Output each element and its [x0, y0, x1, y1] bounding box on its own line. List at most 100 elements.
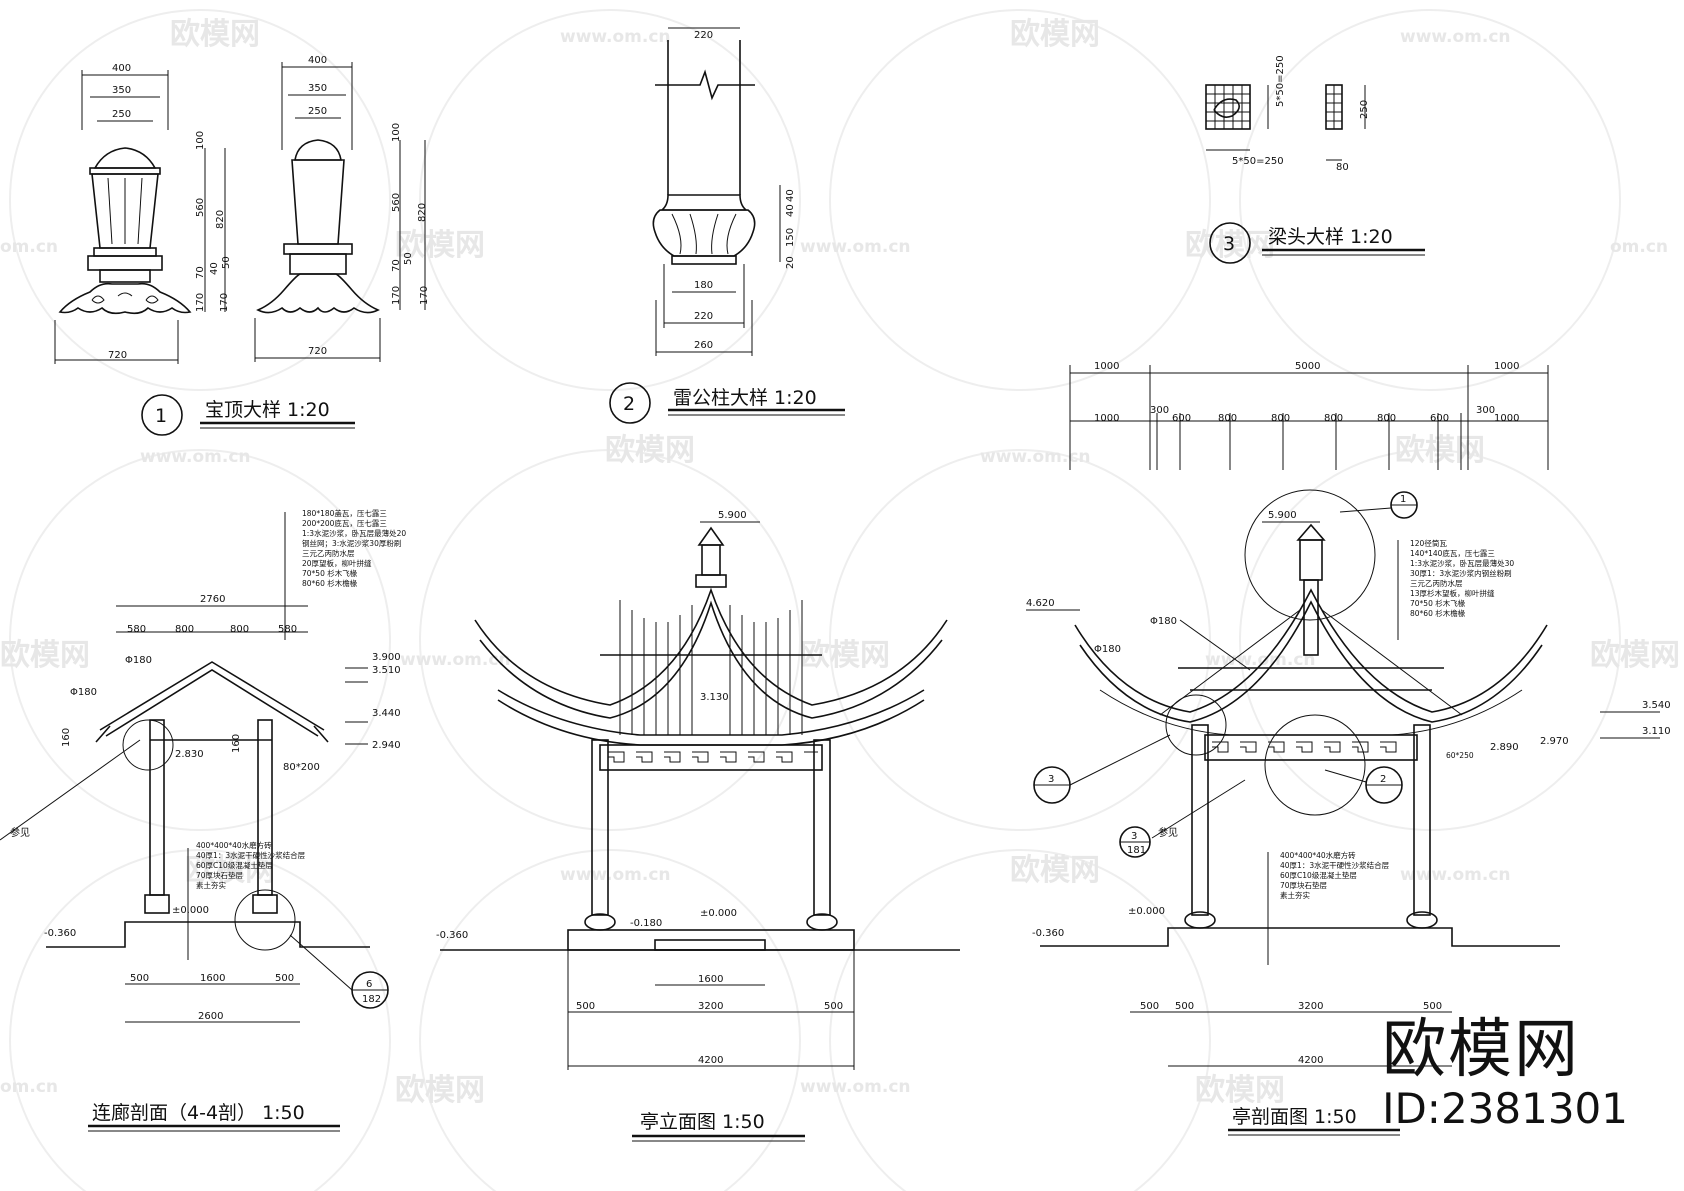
brand-name: 欧模网 — [1382, 1013, 1581, 1087]
elevation-zero: ±0.000 — [700, 908, 737, 919]
corridor-title: 连廊剖面（4-4剖） 1:50 — [92, 1102, 305, 1124]
detail-1-finial: 400 350 250 720 100 560 820 70 40 50 170… — [54, 55, 430, 436]
dim-800: 800 — [230, 624, 249, 635]
dim-500: 500 — [576, 1001, 595, 1012]
watermark-url: om.cn — [1610, 237, 1668, 257]
dim-500: 500 — [130, 973, 149, 984]
dim-250: 250 — [308, 106, 327, 117]
dim-580: 580 — [278, 624, 297, 635]
section-title: 亭剖面图 1:50 — [1232, 1106, 1357, 1128]
roof-note: 140*140底瓦，压七露三 — [1410, 548, 1495, 558]
brand-logo: 欧模网 ID:2381301 — [1382, 1015, 1628, 1133]
phi-label: Φ180 — [125, 655, 152, 666]
dim-560: 560 — [391, 193, 402, 212]
watermark-brand: 欧模网 — [605, 433, 695, 468]
roof-note: 80*60 杉木檐椽 — [302, 578, 358, 588]
dim-row2: 600 — [1430, 413, 1449, 424]
watermark-url: www.om.cn — [400, 650, 511, 670]
dim-500: 500 — [1175, 1001, 1194, 1012]
watermark-url: www.om.cn — [140, 447, 251, 467]
detail-number: 2 — [623, 393, 635, 415]
dim-4200: 4200 — [698, 1055, 723, 1066]
watermark-url: om.cn — [0, 237, 58, 257]
detail-number: 3 — [1223, 233, 1235, 255]
callout: 3 — [1131, 831, 1137, 842]
roof-note: 20厚望板，柳叶拼缝 — [302, 558, 372, 568]
detail-number-circle — [1209, 222, 1251, 264]
detail-1-title: 宝顶大样 1:20 — [205, 399, 330, 421]
dim-3200: 3200 — [1298, 1001, 1323, 1012]
dim-160: 160 — [231, 734, 242, 753]
dim-2600: 2600 — [198, 1011, 223, 1022]
elevation: 2.940 — [372, 740, 401, 751]
roof-note: 三元乙丙防水层 — [1410, 578, 1463, 588]
roof-note: 1:3水泥沙浆，卧瓦层最薄处20 — [302, 528, 406, 538]
elevation-neg: -0.360 — [436, 930, 468, 941]
dim-50: 50 — [221, 256, 232, 269]
elevation: 2.830 — [175, 749, 204, 760]
dim-text: 5*50=250 — [1232, 156, 1284, 167]
dim-row2: 800 — [1218, 413, 1237, 424]
elevation: 2.890 — [1490, 742, 1519, 753]
elevation-neg: -0.180 — [630, 918, 662, 929]
dim-20: 20 — [785, 256, 796, 269]
elevation-neg: -0.360 — [44, 928, 76, 939]
dim-2760: 2760 — [200, 594, 225, 605]
elevation: 3.900 — [372, 652, 401, 663]
floor-note: 400*400*40水磨方砖 — [1280, 850, 1356, 860]
dim-400: 400 — [112, 63, 131, 74]
roof-note: 三元乙丙防水层 — [302, 548, 355, 558]
floor-note: 素土夯实 — [196, 880, 226, 890]
watermark-brand: 欧模网 — [1010, 17, 1100, 52]
dim-220: 220 — [694, 30, 713, 41]
dim-250: 250 — [112, 109, 131, 120]
dim-1600: 1600 — [698, 974, 723, 985]
watermark-brand: 欧模网 — [0, 638, 90, 673]
dim-500: 500 — [1140, 1001, 1159, 1012]
floor-note: 400*400*40水磨方砖 — [196, 840, 272, 850]
dim-row2: 300 — [1476, 405, 1495, 416]
elevation-zero: ±0.000 — [172, 905, 209, 916]
watermark-brand: 欧模网 — [395, 1073, 485, 1108]
dim-400: 400 — [308, 55, 327, 66]
dim-150: 150 — [785, 228, 796, 247]
dim-40: 40 — [785, 189, 796, 202]
elevation-zero: ±0.000 — [1128, 906, 1165, 917]
detail-number-circle — [141, 394, 183, 436]
dim-350: 350 — [112, 85, 131, 96]
dim-820: 820 — [417, 203, 428, 222]
dim-1000: 1000 — [1094, 361, 1119, 372]
phi-label: Φ180 — [1094, 644, 1121, 655]
elevation-top: 5.900 — [1268, 510, 1297, 521]
watermark-brand: 欧模网 — [395, 228, 485, 263]
dim-1600: 1600 — [200, 973, 225, 984]
watermark-brand: 欧模网 — [1010, 853, 1100, 888]
watermark-brand: 欧模网 — [1195, 1073, 1285, 1108]
dim-70: 70 — [391, 259, 402, 272]
dim-80: 80 — [1336, 162, 1349, 173]
watermark-url: www.om.cn — [1400, 27, 1511, 47]
callout: 6 — [366, 979, 372, 990]
roof-note: 13厚杉木望板，柳叶拼缝 — [1410, 588, 1495, 598]
roof-note: 200*200底瓦，压七露三 — [302, 518, 387, 528]
watermark-url: www.om.cn — [560, 865, 671, 885]
dim-row2: 800 — [1377, 413, 1396, 424]
dim-500: 500 — [1423, 1001, 1442, 1012]
dim-170: 170 — [391, 286, 402, 305]
dim-720: 720 — [108, 350, 127, 361]
dim-4200: 4200 — [1298, 1055, 1323, 1066]
floor-note: 60厚C10级混凝土垫层 — [1280, 870, 1357, 880]
dim-text: 5*50=250 — [1275, 55, 1286, 107]
watermark-url: www.om.cn — [1205, 650, 1316, 670]
dim-1000: 1000 — [1494, 361, 1519, 372]
roof-note: 1:3水泥沙浆，卧瓦层最薄处30 — [1410, 558, 1514, 568]
dim-500: 500 — [824, 1001, 843, 1012]
watermark-url: www.om.cn — [1400, 865, 1511, 885]
floor-note: 40厚1：3水泥干硬性沙浆结合层 — [1280, 860, 1390, 870]
model-id: ID:2381301 — [1382, 1084, 1628, 1133]
floor-note: 60厚C10级混凝土垫层 — [196, 860, 273, 870]
roof-note: 80*60 杉木檐椽 — [1410, 608, 1466, 618]
elevation: 3.540 — [1642, 700, 1671, 711]
dim-260: 260 — [694, 340, 713, 351]
